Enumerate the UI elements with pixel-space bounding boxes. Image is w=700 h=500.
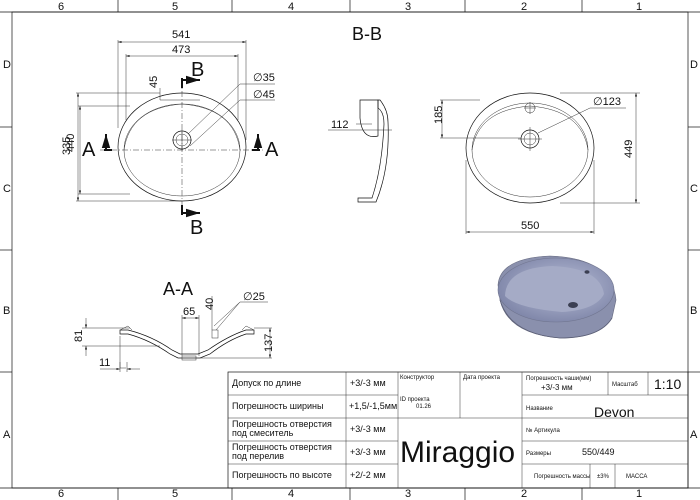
zone-label: B <box>690 305 697 317</box>
zone-label: 5 <box>172 1 178 13</box>
dim-40: 40 <box>204 298 216 310</box>
section-aa-title: A-A <box>163 279 193 299</box>
tol-width-value: +1,5/-1,5мм <box>349 401 397 411</box>
mass-tol-label: Погрешность массы <box>534 474 590 480</box>
zone-label: C <box>3 183 11 195</box>
project-id-label: ID проекта <box>400 397 430 403</box>
dia-25-label: ∅25 <box>243 291 265 303</box>
zone-label: C <box>690 183 698 195</box>
zone-label: 2 <box>521 1 527 13</box>
section-a-label-left: A <box>82 139 96 161</box>
section-bb-title: B-B <box>352 24 382 44</box>
tol-width-label: Погрешность ширины <box>232 401 324 411</box>
zone-label: A <box>690 429 698 441</box>
dia-35-label: ∅35 <box>253 72 275 84</box>
zone-label: 1 <box>636 488 642 500</box>
dim-185: 185 <box>433 106 445 124</box>
tol-height-value: +2/-2 мм <box>350 470 386 480</box>
dim-45: 45 <box>148 76 160 88</box>
bowl-tol-value: +3/-3 мм <box>541 383 573 392</box>
zone-label: 3 <box>405 488 411 500</box>
dim-65: 65 <box>183 306 195 318</box>
brand-logo: Miraggio <box>400 436 515 469</box>
project-date-label: Дата проекта <box>463 375 501 381</box>
dim-81: 81 <box>73 330 85 342</box>
dim-11: 11 <box>99 357 110 369</box>
zone-label: D <box>690 59 698 71</box>
size-value: 550/449 <box>582 447 615 457</box>
zone-label: 1 <box>636 1 642 13</box>
basin-outline-right <box>465 92 595 204</box>
section-bb: B-B 112 <box>328 24 392 203</box>
zone-label: 2 <box>521 488 527 500</box>
size-label: Размеры <box>526 451 551 457</box>
dim-550: 550 <box>521 220 539 232</box>
constructor-label: Конструктор <box>400 375 435 381</box>
title-block: Допуск по длине +3/-3 мм Погрешность шир… <box>227 371 689 489</box>
project-id-value: 01.26 <box>416 404 432 410</box>
dim-height-440: 440 <box>65 134 77 152</box>
tol-height-label: Погрешность по высоте <box>232 470 332 480</box>
bowl-tol-label: Погрешность чаши(мм) <box>526 376 591 382</box>
dim-112: 112 <box>331 119 349 131</box>
tol-mixer-hole-label: Погрешность отверстия <box>232 419 332 429</box>
dim-449: 449 <box>623 140 635 158</box>
scale-label: Масштаб <box>612 382 638 388</box>
drain-hole-3d <box>568 302 578 308</box>
product-name: Devon <box>594 404 634 420</box>
tol-overflow-hole-label: Погрешность отверстия <box>232 442 332 452</box>
scale-value: 1:10 <box>654 376 681 392</box>
tol-length-label: Допуск по длине <box>232 378 301 388</box>
dim-width-473: 473 <box>172 44 190 56</box>
dia-45-label: ∅45 <box>253 89 275 101</box>
section-b-label-top: B <box>191 59 204 81</box>
dim-137: 137 <box>263 334 275 352</box>
overflow-hole-3d <box>584 270 590 274</box>
right-top-view: 185 449 550 ∅123 <box>433 92 640 234</box>
zone-label: 5 <box>172 488 178 500</box>
zone-label: D <box>3 59 11 71</box>
tol-overflow-hole-label-2: под перелив <box>232 451 284 461</box>
tol-length-value: +3/-3 мм <box>350 378 386 388</box>
section-a-label-right: A <box>265 139 279 161</box>
dim-width-541: 541 <box>172 29 190 41</box>
name-label: Название <box>526 406 553 412</box>
zone-label: A <box>3 429 11 441</box>
zone-label: 6 <box>58 488 64 500</box>
section-b-label-bottom: B <box>190 217 203 239</box>
dia-123-label: ∅123 <box>593 96 621 108</box>
article-label: № Артикула <box>526 427 560 434</box>
dim-height-335: 335 <box>61 137 73 155</box>
tol-mixer-hole-label-2: под смеситель <box>232 428 294 438</box>
mass-label: МАССА <box>626 474 647 480</box>
tol-overflow-hole-value: +3/-3 мм <box>350 447 386 457</box>
mass-tol-value: ±3% <box>597 474 610 480</box>
section-aa: A-A 65 40 ∅25 81 137 11 <box>73 279 275 372</box>
top-view: 541 473 45 440 335 ∅35 ∅45 B B <box>61 29 279 239</box>
zone-label: 4 <box>288 488 294 500</box>
zone-label: 3 <box>405 1 411 13</box>
tol-mixer-hole-value: +3/-3 мм <box>350 424 386 434</box>
zone-label: B <box>3 305 10 317</box>
zone-label: 4 <box>288 1 294 13</box>
zone-label: 6 <box>58 1 64 13</box>
basin-3d-render <box>497 255 617 339</box>
